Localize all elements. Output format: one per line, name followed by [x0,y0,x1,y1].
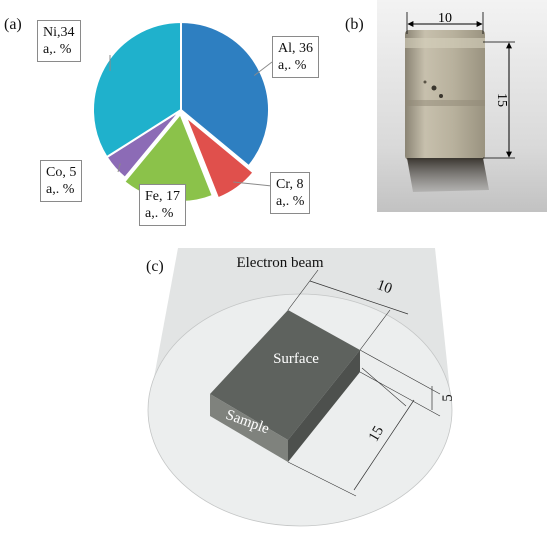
pie-leader-al [253,61,273,76]
pie-label-ni-line2: a,. % [43,42,72,57]
sample-front-face [210,394,288,462]
pie-label-al-line2: a,. % [278,58,307,73]
panel-label-a: (a) [4,16,22,33]
pie-leader-co [117,163,121,173]
pie-label-ni-line1: Ni,34 [43,25,75,40]
electron-beam-label: Electron beam [236,255,323,271]
photo-height-label: 15 [494,93,509,107]
dimension-line-width [353,399,415,491]
pie-leader-cr [233,181,273,187]
pie-slice-al [180,20,270,168]
pie-label-cr: Cr, 8 a,. % [270,172,311,214]
pie-label-fe-line2: a,. % [145,206,174,221]
photo-width-label: 10 [438,11,452,26]
pie-label-fe: Fe, 17 a,. % [139,184,186,226]
sample-block-image [405,30,485,160]
dimension-line-length [309,280,409,315]
dimension-thickness-label: 5 [440,394,456,402]
pie-label-cr-line2: a,. % [276,194,305,209]
pie-label-al: Al, 36 a,. % [272,36,319,78]
pie-label-ni: Ni,34 a,. % [37,20,81,62]
pie-label-co-line1: Co, 5 [46,165,77,180]
panel-label-b: (b) [345,16,364,33]
pie-slices [92,20,270,203]
sample-photo: 10 15 [377,0,547,212]
pie-slice-cr [184,115,255,200]
irradiation-schematic: Electron beam Surface Sample 10 5 15 [147,248,456,527]
pie-label-co: Co, 5 a,. % [40,160,83,202]
composition-pie-chart [92,20,273,203]
dimension-width-label: 15 [366,424,387,445]
sample-side-face [288,350,360,462]
dimension-length-label: 10 [375,277,395,297]
pie-label-al-line1: Al, 36 [278,41,313,56]
sample-top-surface [210,310,360,440]
pie-label-fe-line1: Fe, 17 [145,189,180,204]
surface-label: Surface [273,351,319,367]
pie-slice-ni [92,20,182,159]
panel-label-c: (c) [146,258,164,275]
pie-label-cr-line1: Cr, 8 [276,177,304,192]
pie-label-co-line2: a,. % [46,182,75,197]
